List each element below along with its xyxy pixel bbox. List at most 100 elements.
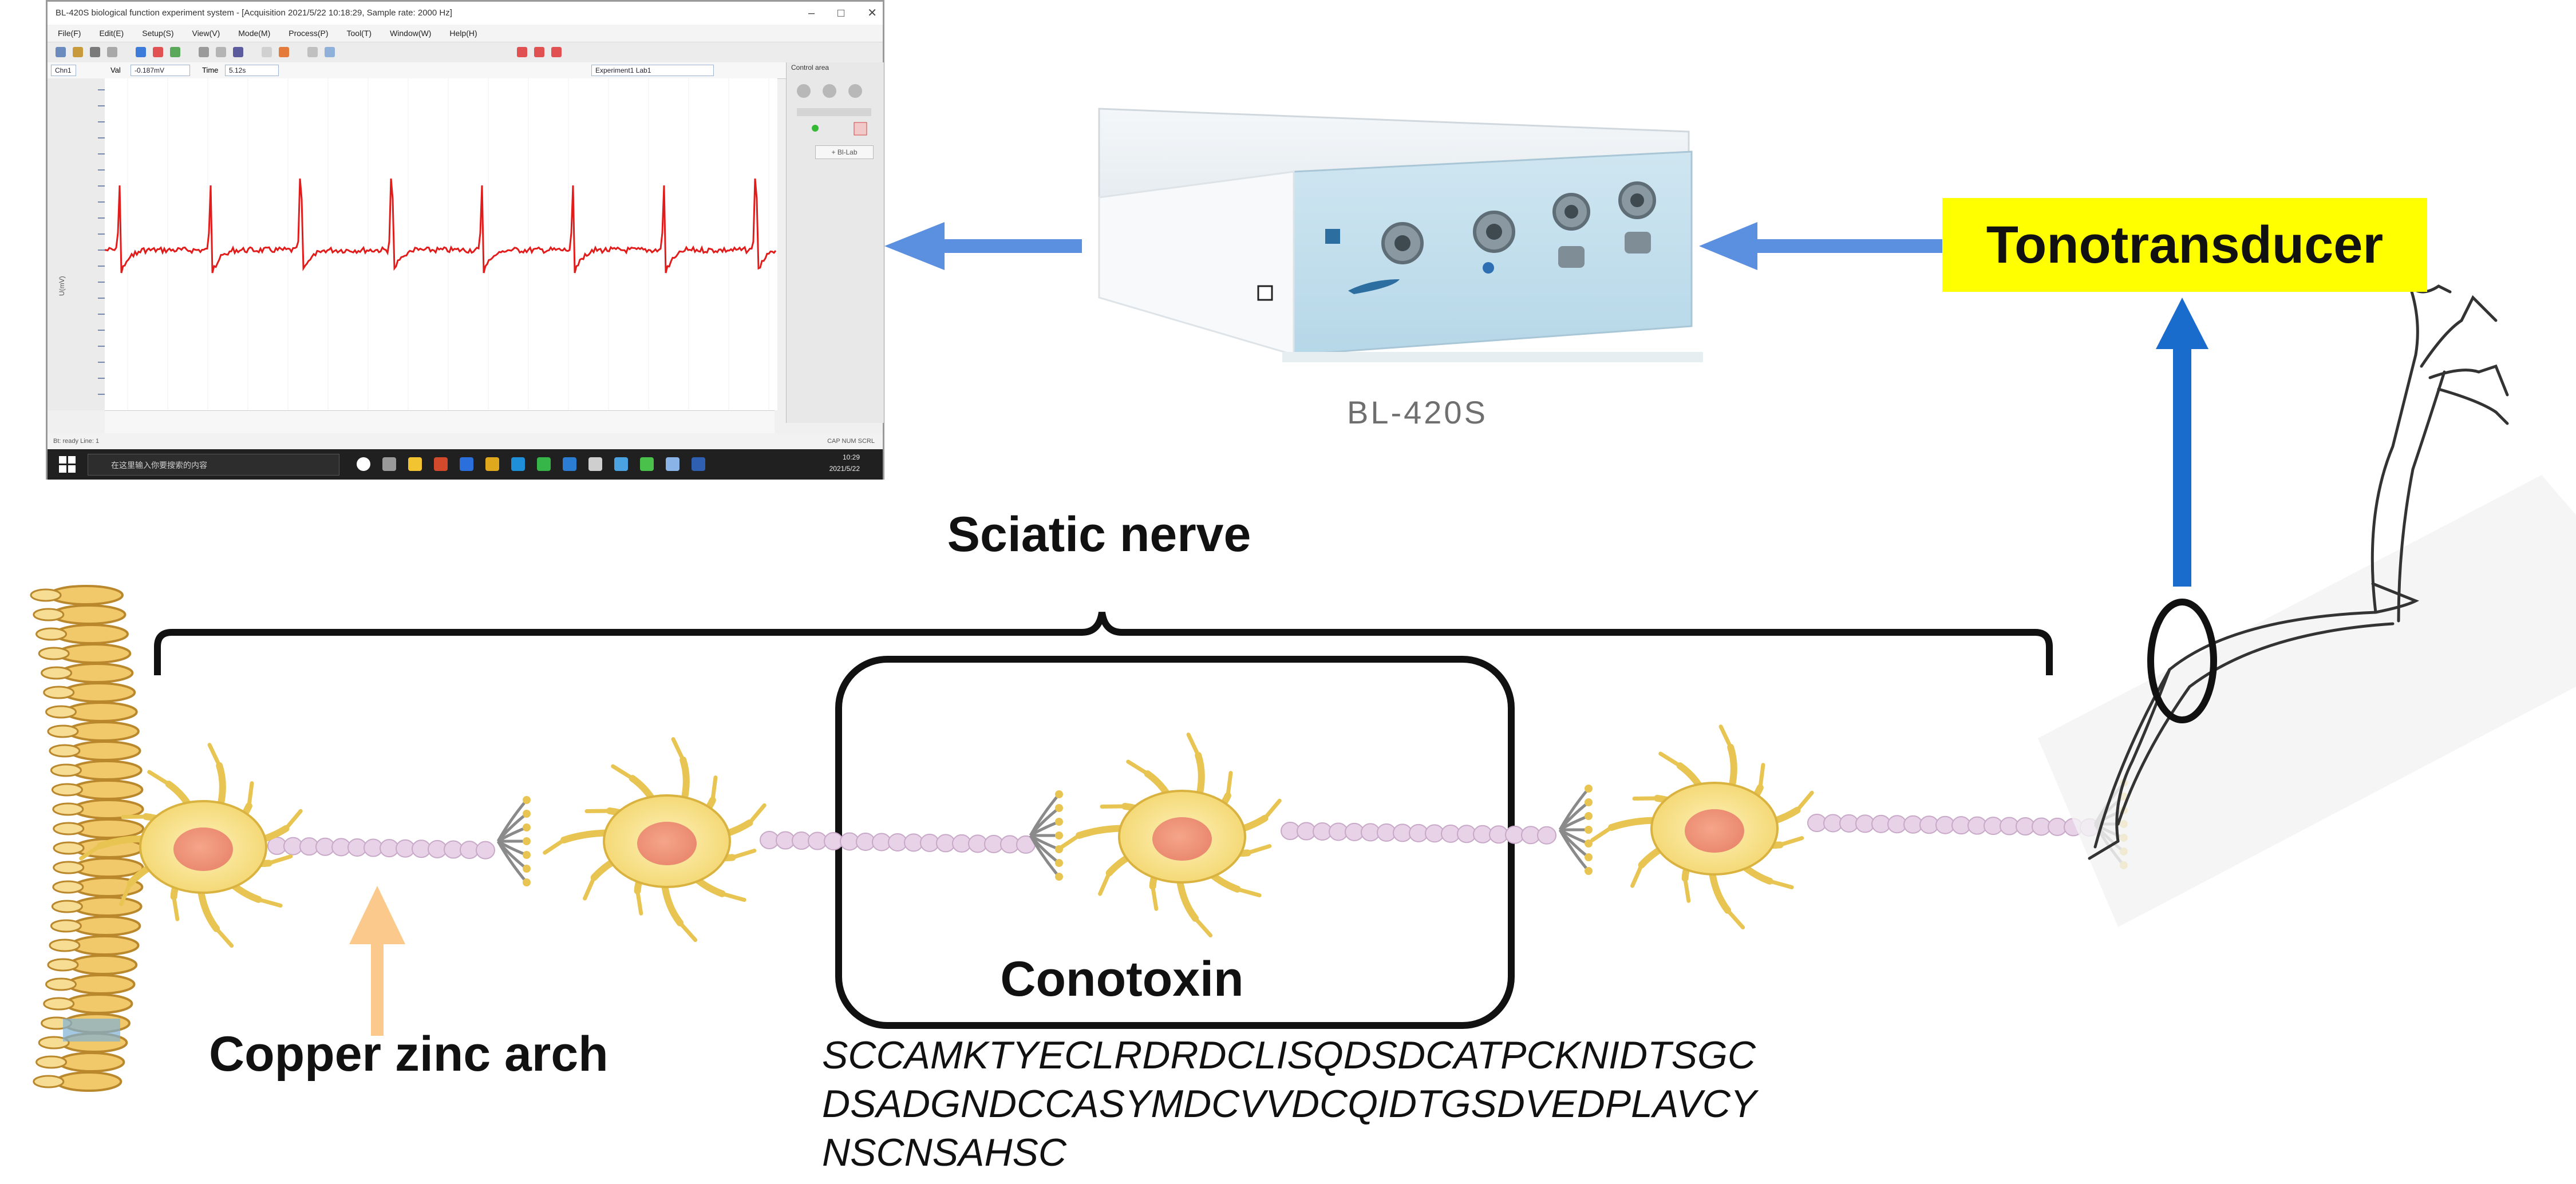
slider-track[interactable] [797,108,871,116]
shank-line [2370,353,2417,614]
tonotransducer-highlight: Tonotransducer [1942,198,2427,292]
power-led-icon [1483,262,1494,274]
save-icon[interactable] [90,47,100,57]
alarm-icon[interactable] [534,47,544,57]
menu-view[interactable]: View(V) [192,29,220,38]
dendrite-branch [1768,879,1794,890]
experiment-select[interactable]: Experiment1 Lab1 [591,65,714,76]
window-title: BL-420S biological function experiment s… [56,8,452,18]
menu-file[interactable]: File(F) [58,29,81,38]
bl-lab-button[interactable]: + Bl-Lab [815,145,874,159]
nerve-chain [79,724,2128,948]
arrow-shaft-copper-zinc [371,939,384,1036]
vertebra-process [38,1036,70,1050]
time-readout: 5.12s [225,65,279,76]
dendrite-branch [1186,732,1200,758]
open-icon[interactable] [73,47,83,57]
time-axis-strip[interactable] [105,410,775,434]
vertebra-process [53,861,85,874]
grid-lines [127,78,769,410]
bl420-app-icon[interactable] [614,457,628,471]
close-icon[interactable]: ✕ [867,7,877,19]
grid-icon[interactable] [262,47,272,57]
cursor-icon[interactable] [199,47,209,57]
office-icon[interactable] [434,457,448,471]
dendrite-branch [720,892,746,902]
settings-icon[interactable] [307,47,318,57]
start-icon[interactable] [136,47,146,57]
taskbar-search-input[interactable]: 在这里输入你要搜索的内容 [88,454,339,476]
dendrite-branch [1226,771,1233,798]
knob-icon[interactable] [823,84,836,98]
vertebra [57,1052,125,1072]
dendrite-branch [207,743,222,768]
y-axis-strip [48,78,105,410]
menu-help[interactable]: Help(H) [449,29,477,38]
alert-icon[interactable] [854,122,867,136]
cortana-icon[interactable] [357,457,370,471]
stop-icon[interactable] [153,47,163,57]
menu-window[interactable]: Window(W) [390,29,432,38]
flow-arrows [349,222,2208,1036]
menu-tool[interactable]: Tool(T) [346,29,372,38]
channel-select[interactable]: Chn1 [51,65,76,76]
dendrite-branch [1590,825,1614,842]
connector-icons [1325,181,1656,294]
os-taskbar: 在这里输入你要搜索的内容 10:29 2021/5/22 [48,449,883,480]
arrow-head-copper-zinc [349,886,405,944]
print-icon[interactable] [107,47,117,57]
menu-mode[interactable]: Mode(M) [238,29,271,38]
pause-icon[interactable] [170,47,180,57]
vertebra-process [51,900,83,913]
vertebra-process [50,763,82,777]
photos-icon[interactable] [666,457,679,471]
chat-app-icon[interactable] [640,457,654,471]
new-icon[interactable] [56,47,66,57]
record-icon[interactable] [517,47,527,57]
dendrite-branch [79,844,102,861]
chrome-icon[interactable] [485,457,499,471]
vertebra [70,935,140,956]
synaptic-bouton [1585,798,1593,806]
synaptic-bouton [1055,818,1063,826]
flag-icon[interactable] [551,47,562,57]
toe-line [2420,295,2498,368]
measure-icon[interactable] [233,47,243,57]
mark-icon[interactable] [279,47,289,57]
menu-setup[interactable]: Setup(S) [142,29,174,38]
file-explorer-icon[interactable] [408,457,422,471]
active-app-icon[interactable] [692,457,705,471]
wechat-icon[interactable] [537,457,551,471]
vertebra-process [35,627,68,641]
notepad-icon[interactable] [588,457,602,471]
time-label: Time [202,66,219,74]
menu-edit[interactable]: Edit(E) [99,29,124,38]
leg-inner-line [2116,622,2395,826]
menu-process[interactable]: Process(P) [289,29,329,38]
device-label: BL-420S [1347,394,1488,430]
conotoxin-label: Conotoxin [1000,952,1244,1007]
vertebra [73,857,144,878]
mail-icon[interactable] [563,457,576,471]
help-icon[interactable] [325,47,335,57]
dendrite-branch [1718,724,1733,750]
vertebra-process [49,744,81,758]
edge-icon[interactable] [511,457,525,471]
word-icon[interactable] [460,457,473,471]
vertebra-process [45,977,77,991]
toolbar [48,42,883,64]
task-view-icon[interactable] [382,457,396,471]
zoom-icon[interactable] [216,47,226,57]
maximize-icon[interactable]: □ [837,7,845,19]
knob-icon[interactable] [848,84,862,98]
control-panel: Control area + Bl-Lab [786,62,884,423]
menu-bar: File(F) Edit(E) Setup(S) View(V) Mode(M)… [48,25,883,42]
dendrite-branch [1235,887,1262,898]
minimize-icon[interactable]: – [808,7,815,19]
windows-start-icon[interactable] [59,456,76,473]
vertebra-process [51,783,83,797]
dendrite-branch [635,889,643,916]
knob-icon[interactable] [797,84,811,98]
vertebra-process [33,608,65,621]
signal-trace [104,178,777,274]
